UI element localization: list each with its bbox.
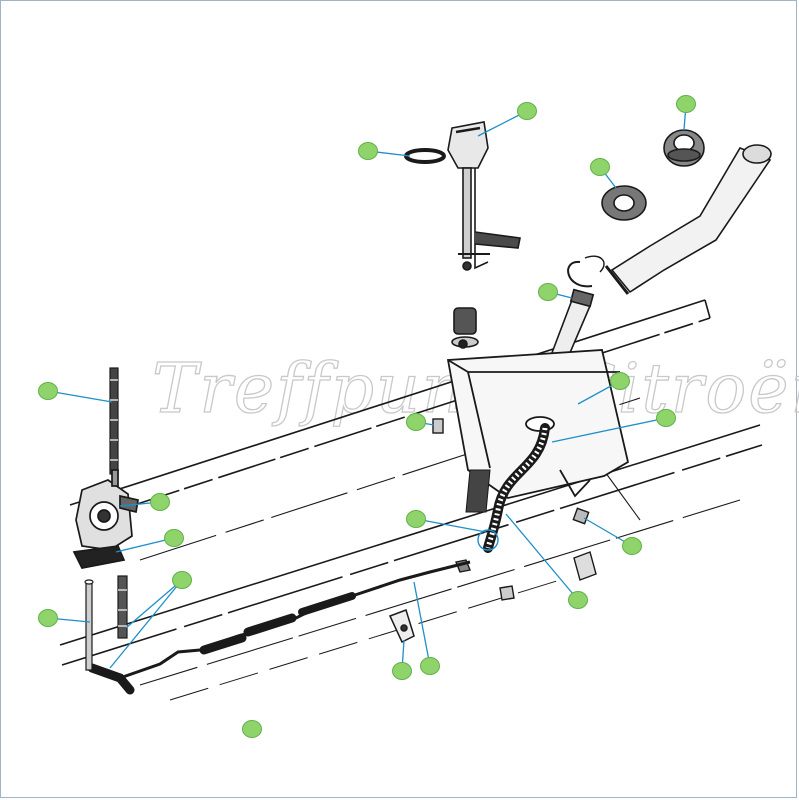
- leader-line-pump-inlet-hose-2: [109, 579, 183, 669]
- tank-hose-drawing: [465, 423, 550, 553]
- chassis-frame: [59, 299, 763, 701]
- push-rod-drawing: [109, 367, 119, 475]
- callout-filler-neck-clamp-icon[interactable]: [538, 283, 558, 301]
- small-fittings-drawing: [432, 418, 597, 601]
- callout-fuel-tank-icon[interactable]: [610, 372, 630, 390]
- callout-line-clip-front-icon[interactable]: [420, 657, 440, 675]
- callout-filler-grommet-small-icon[interactable]: [590, 158, 610, 176]
- callout-markers: [38, 95, 696, 738]
- line-clip-drawing: [388, 609, 415, 644]
- callout-sender-unit-icon[interactable]: [517, 102, 537, 120]
- fuel-line-drawing: [87, 560, 471, 695]
- pump-pipes-drawing: [84, 575, 128, 671]
- leader-line-line-clip-front: [413, 581, 431, 667]
- callout-tank-strap-nut-icon[interactable]: [622, 537, 642, 555]
- hose-clip-highlight: [477, 529, 499, 551]
- filler-neck-drawing: [567, 144, 772, 295]
- filler-grommets-drawing: [601, 129, 705, 221]
- fuel-tank-drawing: [446, 349, 630, 499]
- fuel-pump-drawing: [72, 469, 139, 569]
- callout-line-clip-rear-icon[interactable]: [392, 662, 412, 680]
- leader-line-fuel-line-main: [505, 513, 579, 601]
- callout-pump-push-rod-icon[interactable]: [38, 382, 58, 400]
- callout-tank-drain-plug-icon[interactable]: [406, 413, 426, 431]
- callout-filler-grommet-large-icon[interactable]: [676, 95, 696, 113]
- callout-tank-outlet-hose-icon[interactable]: [656, 409, 676, 427]
- callout-bottom-marker-icon[interactable]: [242, 720, 262, 738]
- leader-line-pump-inlet-hose-1: [125, 579, 183, 629]
- leader-line-tank-outlet-hose: [551, 417, 667, 443]
- callout-fuel-line-main-icon[interactable]: [568, 591, 588, 609]
- leader-line-hose-clip: [415, 518, 487, 533]
- sealing-nut-drawing: [451, 307, 479, 349]
- callout-hose-clip-icon[interactable]: [406, 510, 426, 528]
- leader-line-pump-push-rod: [47, 390, 113, 403]
- callout-sender-gasket-icon[interactable]: [358, 142, 378, 160]
- callout-pump-outlet-pipe-icon[interactable]: [38, 609, 58, 627]
- callout-pump-inlet-hose-icon[interactable]: [172, 571, 192, 589]
- sender-unit-drawing: [404, 121, 521, 271]
- callout-pump-gasket-icon[interactable]: [164, 529, 184, 547]
- callout-fuel-pump-icon[interactable]: [150, 493, 170, 511]
